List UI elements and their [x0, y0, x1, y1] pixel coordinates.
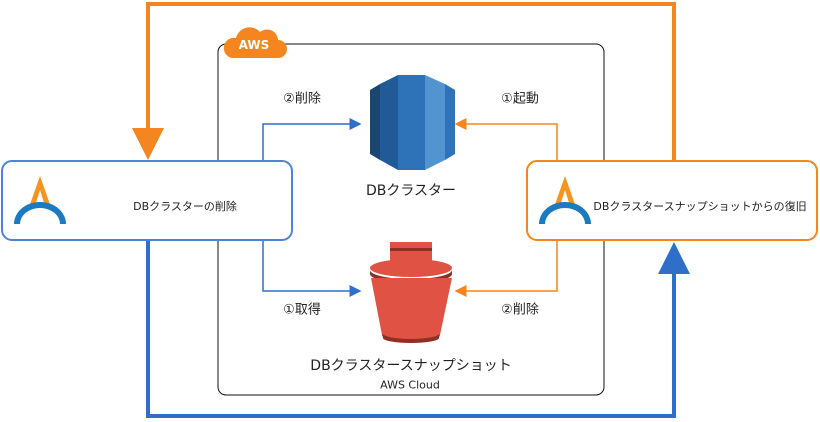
- edge-left-to-snapshot: [262, 240, 362, 297]
- s3-bucket-icon: [370, 242, 452, 343]
- edge-label-left-db: ②削除: [283, 91, 321, 107]
- right-node-label: DBクラスタースナップショットからの復旧: [593, 200, 807, 213]
- aurora-logo-icon: [539, 176, 591, 224]
- edge-label-left-snapshot: ①取得: [283, 302, 321, 318]
- edge-label-right-snapshot: ②削除: [501, 302, 539, 318]
- db-cluster-label: DBクラスター: [365, 183, 457, 199]
- snapshot-label: DBクラスタースナップショット: [310, 358, 512, 374]
- edge-right-to-snapshot: [454, 240, 558, 297]
- outer-blue-edge: [146, 240, 690, 418]
- left-node-box[interactable]: [1, 160, 293, 241]
- edge-right-to-db: [454, 118, 558, 160]
- outer-orange-edge: [132, 2, 676, 160]
- edge-label-right-db: ①起動: [501, 91, 539, 107]
- aws-cloud-label: AWS Cloud: [380, 378, 440, 392]
- rds-database-icon: [370, 75, 455, 170]
- edge-left-to-db: [262, 118, 362, 160]
- aws-cloud-badge-icon: [223, 27, 287, 58]
- aws-badge-text: AWS: [238, 38, 270, 52]
- left-node-label: DBクラスターの削除: [133, 200, 237, 213]
- right-node-box[interactable]: [526, 160, 818, 241]
- aurora-logo-icon: [14, 176, 66, 224]
